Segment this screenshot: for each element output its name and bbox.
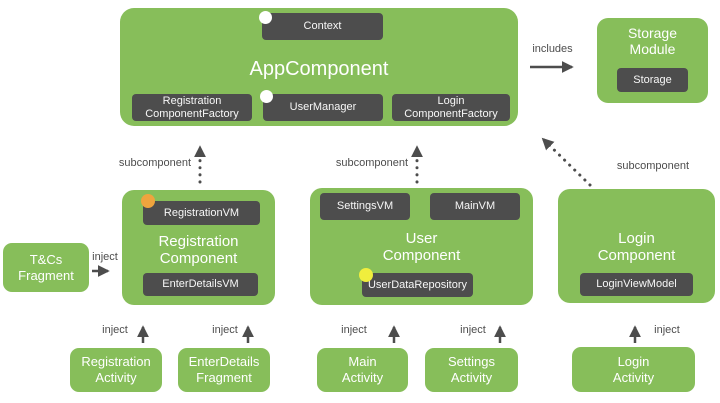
user-component-title: User Component	[382, 230, 461, 264]
context-provision-dot-icon	[259, 11, 272, 24]
inject-label-registration: inject	[102, 324, 128, 336]
registration-vm-chip: RegistrationVM	[143, 201, 260, 225]
login-view-model-chip: LoginViewModel	[580, 273, 693, 296]
user-component-box: SettingsVM MainVM User Component UserDat…	[310, 188, 533, 305]
storage-module-box: Storage Module Storage	[597, 18, 708, 103]
main-vm-chip: MainVM	[430, 193, 520, 220]
enter-details-vm-chip: EnterDetailsVM	[143, 273, 258, 296]
registration-component-title: Registration Component	[158, 233, 239, 267]
login-component-factory-chip: Login ComponentFactory	[392, 94, 510, 121]
main-activity-box: Main Activity	[317, 348, 408, 392]
login-component-box: Login Component LoginViewModel	[558, 189, 715, 303]
user-manager-provision-dot-icon	[260, 90, 273, 103]
enterdetails-fragment-box: EnterDetails Fragment	[178, 348, 270, 392]
subcomponent-label-user: subcomponent	[335, 157, 409, 169]
subcomponent-arrow-login	[541, 137, 592, 187]
inject-label-enterdetails: inject	[212, 324, 238, 336]
user-data-repository-chip: UserDataRepository	[362, 273, 473, 297]
login-activity-box: Login Activity	[572, 347, 695, 392]
storage-module-title: Storage Module	[627, 25, 678, 57]
app-component-title: AppComponent	[249, 58, 389, 80]
inject-label-tcs: inject	[92, 251, 118, 263]
subcomponent-label-registration: subcomponent	[118, 157, 192, 169]
subcomponent-label-login: subcomponent	[616, 160, 690, 172]
includes-label: includes	[532, 43, 573, 55]
registration-vm-scope-dot-icon	[141, 194, 155, 208]
settings-vm-chip: SettingsVM	[320, 193, 410, 220]
user-manager-chip: UserManager	[263, 94, 383, 121]
context-chip: Context	[262, 13, 383, 40]
login-component-title: Login Component	[597, 230, 676, 264]
app-component-box: Context AppComponent Registration Compon…	[120, 8, 518, 126]
registration-component-factory-chip: Registration ComponentFactory	[132, 94, 252, 121]
inject-label-settings: inject	[460, 324, 486, 336]
settings-activity-box: Settings Activity	[425, 348, 518, 392]
inject-label-main: inject	[341, 324, 367, 336]
registration-component-box: RegistrationVM Registration Component En…	[122, 190, 275, 305]
inject-label-login: inject	[654, 324, 680, 336]
registration-activity-box: Registration Activity	[70, 348, 162, 392]
tcs-fragment-box: T&Cs Fragment	[3, 243, 89, 292]
storage-chip: Storage	[617, 68, 688, 92]
user-data-repository-scope-dot-icon	[359, 268, 373, 282]
